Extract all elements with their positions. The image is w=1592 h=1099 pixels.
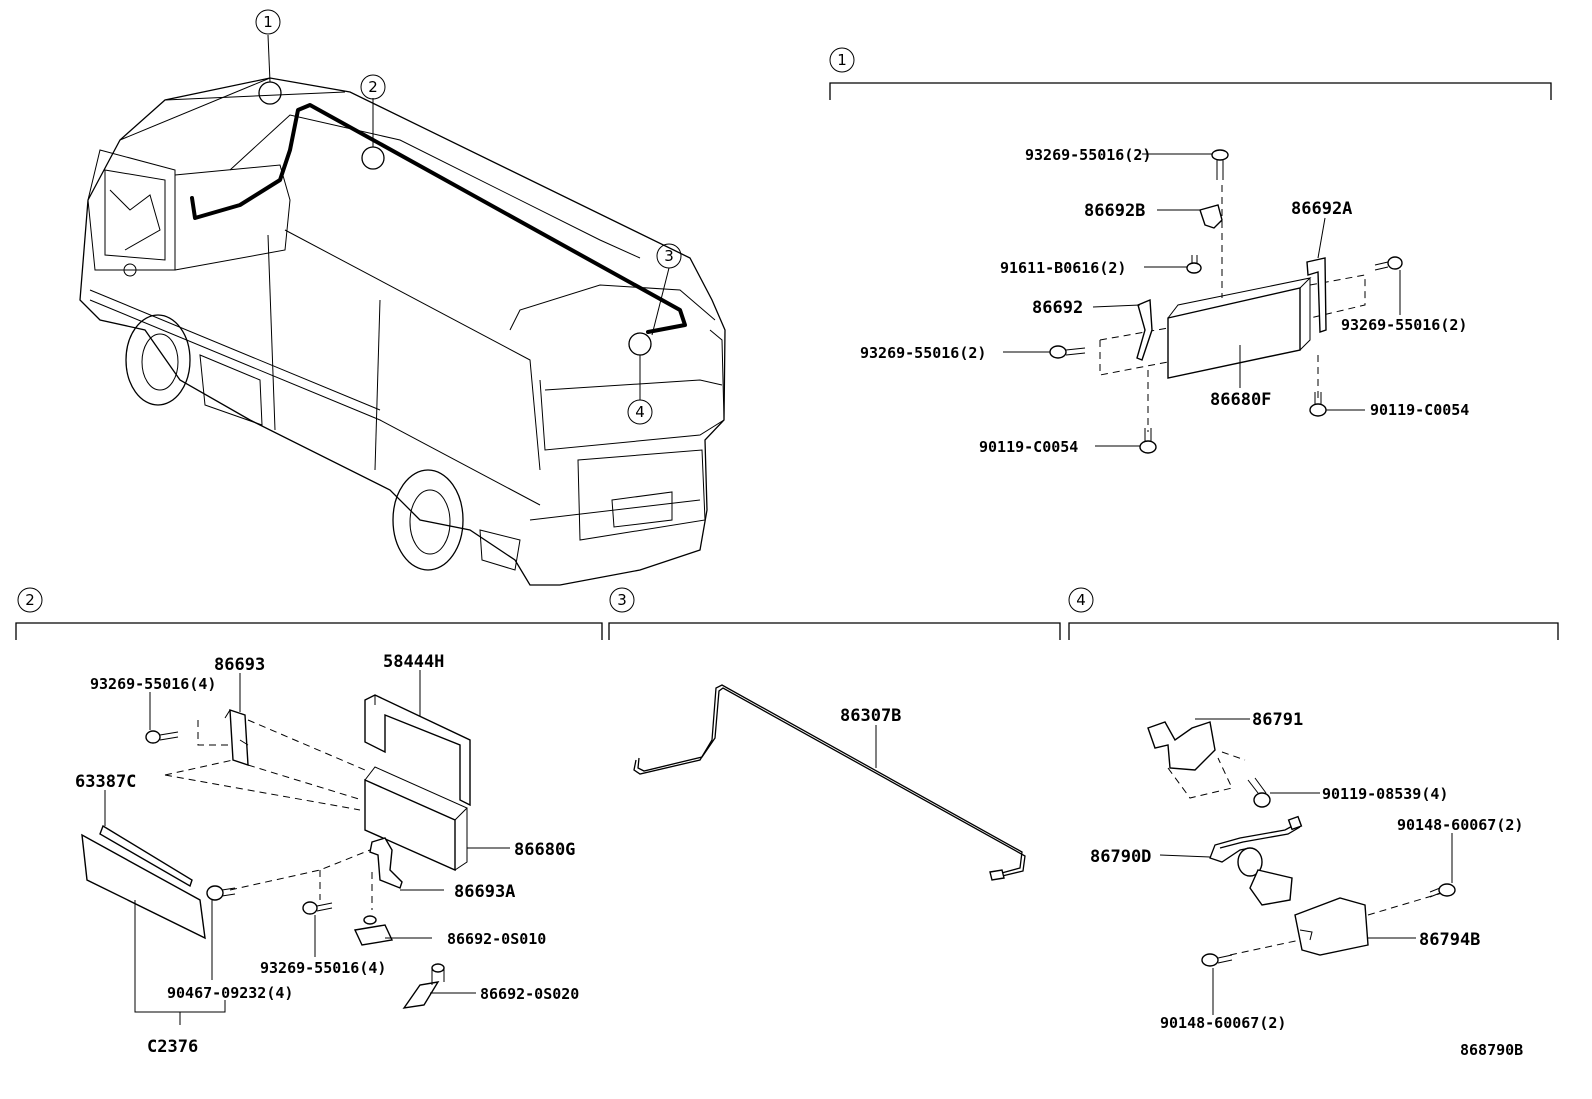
bolt-icon	[1374, 256, 1403, 271]
label-93269-55016-left: 93269-55016(2)	[860, 344, 986, 362]
screw-icon	[1429, 883, 1456, 898]
label-90148-60067-bottom: 90148-60067(2)	[1160, 1014, 1286, 1032]
label-93269-55016-top: 93269-55016(2)	[1025, 146, 1151, 164]
diagram-id: 868790B	[1460, 1041, 1523, 1059]
bracket-86692a	[1306, 257, 1327, 333]
vehicle-overview: 1 2 3 4	[79, 9, 726, 586]
label-58444h: 58444H	[383, 652, 444, 672]
label-90148-60067-top: 90148-60067(2)	[1397, 816, 1523, 834]
label-86680g: 86680G	[514, 840, 575, 860]
label-86307b: 86307B	[840, 706, 901, 726]
bracket-86693a	[369, 837, 403, 889]
label-86693a: 86693A	[454, 882, 515, 902]
clip-icon	[353, 915, 394, 946]
bracket-86791	[1147, 721, 1216, 771]
label-c2376: C2376	[147, 1037, 198, 1057]
bolt-icon	[1247, 777, 1271, 808]
section-3: 3 86307B	[608, 587, 1061, 881]
label-86692b: 86692B	[1084, 201, 1145, 221]
bolt-icon	[1049, 345, 1086, 359]
section-3-number: 3	[617, 591, 627, 609]
label-86791: 86791	[1252, 710, 1303, 730]
molding-63387c	[99, 824, 193, 888]
section-1-bracket	[829, 82, 1552, 100]
svg-text:1: 1	[263, 13, 273, 31]
label-91611-b0616: 91611-B0616(2)	[1000, 259, 1126, 277]
label-86692a: 86692A	[1291, 199, 1352, 219]
bracket-86692b	[1199, 204, 1223, 229]
section-4: 4	[1068, 587, 1559, 1032]
callout-1: 1	[255, 9, 281, 35]
bracket-86692	[1136, 298, 1153, 361]
section-2: 2	[15, 587, 603, 1057]
label-90119-c0054-left: 90119-C0054	[979, 438, 1078, 456]
label-86693: 86693	[214, 655, 265, 675]
section-4-bracket	[1068, 622, 1559, 640]
molding-panel	[81, 833, 206, 940]
label-90119-08539: 90119-08539(4)	[1322, 785, 1448, 803]
clip-icon	[402, 963, 445, 1009]
svg-text:4: 4	[635, 403, 645, 421]
svg-text:2: 2	[368, 78, 378, 96]
svg-text:3: 3	[664, 247, 674, 265]
bolt-icon	[1309, 392, 1327, 417]
label-86790d: 86790D	[1090, 847, 1151, 867]
callout-2: 2	[360, 74, 386, 100]
label-86692-0s020: 86692-0S020	[480, 985, 579, 1003]
callout-4: 4	[627, 399, 653, 425]
cable-86307b	[633, 684, 1026, 881]
screw-icon	[1201, 953, 1233, 967]
section-2-number: 2	[25, 591, 35, 609]
callout-3: 3	[656, 243, 682, 269]
section-1-number: 1	[837, 51, 847, 69]
label-93269-55016-top: 93269-55016(4)	[90, 675, 216, 693]
socket-86790d	[1209, 815, 1303, 906]
section-2-bracket	[15, 622, 603, 640]
cover-58444h	[364, 694, 471, 807]
bolt-icon	[1139, 428, 1157, 454]
label-90119-c0054-right: 90119-C0054	[1370, 401, 1469, 419]
label-86692: 86692	[1032, 298, 1083, 318]
clip-icon	[206, 885, 236, 901]
section-4-number: 4	[1076, 591, 1086, 609]
lamp-86794b	[1294, 897, 1369, 956]
label-93269-55016-bottom: 93269-55016(4)	[260, 959, 386, 977]
label-86794b: 86794B	[1419, 930, 1480, 950]
section-1: 1	[829, 47, 1552, 456]
label-86692-0s010: 86692-0S010	[447, 930, 546, 948]
bolt-icon	[1211, 149, 1229, 180]
screw-icon	[145, 730, 179, 744]
unit-86680f	[1167, 287, 1301, 379]
label-86680f: 86680F	[1210, 390, 1271, 410]
label-90467-09232: 90467-09232(4)	[167, 984, 293, 1002]
section-3-bracket	[608, 622, 1061, 640]
screw-icon	[302, 901, 333, 915]
label-93269-55016-right: 93269-55016(2)	[1341, 316, 1467, 334]
screw-icon	[1186, 255, 1202, 274]
label-63387c: 63387C	[75, 772, 136, 792]
bracket-86693	[229, 709, 249, 766]
